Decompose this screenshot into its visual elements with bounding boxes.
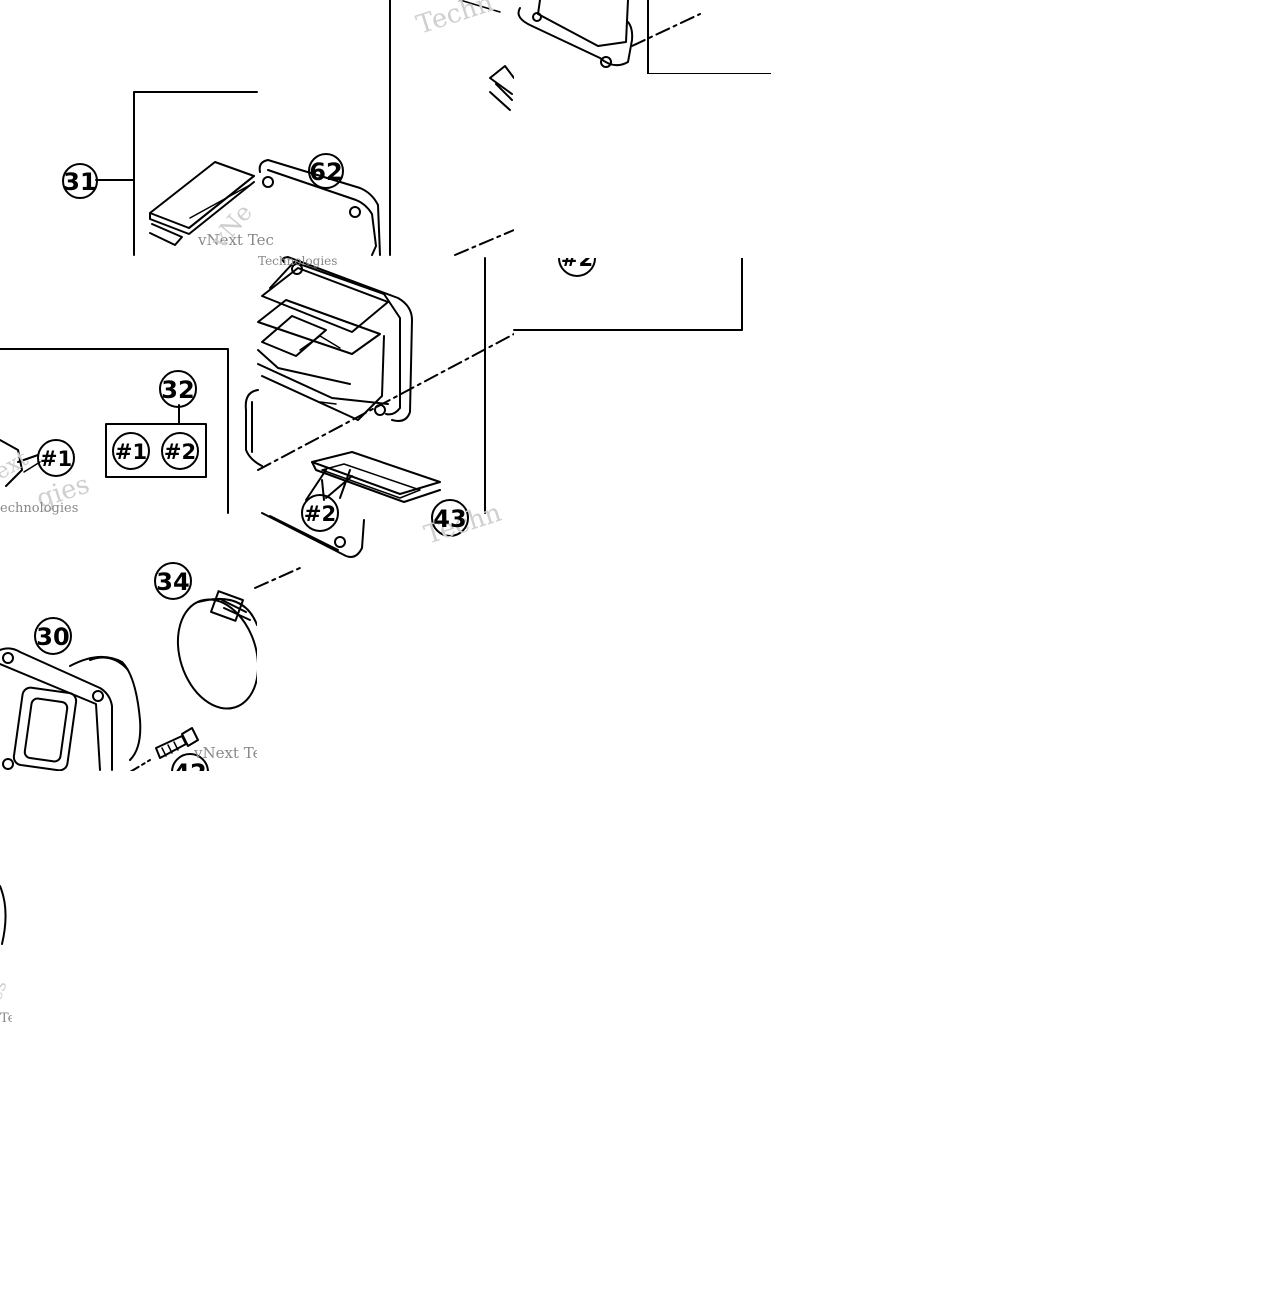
reed-valve-body [257,256,413,422]
callout-circle-32a [112,432,150,470]
callout-circle-left-1 [37,439,75,477]
callout-30-label: 30 [36,623,69,651]
callout-circle-mid-2 [301,494,339,532]
callout-circle-43 [431,499,469,537]
callout-32-label: 32 [161,376,194,404]
callout-31-label: 31 [63,168,96,196]
callout-circle-32b [161,432,199,470]
callout-circle-34 [154,562,192,600]
callout-32b-label: #2 [164,440,196,464]
watermark-text: echnologies [0,501,78,516]
bracket-mid-right [513,257,743,331]
reed-block-top [459,0,634,111]
leader-mid-2-a [305,469,327,501]
callout-circle-30 [34,617,72,655]
callout-left-1-label: #1 [40,447,72,471]
watermark-text: Technologies [258,254,337,268]
leader-mid-2-b [325,475,353,499]
callout-43-label: 43 [433,505,466,533]
watermark-text: vNext Tec [197,231,274,249]
reed-petal-2 [311,451,441,503]
watermark-text: ext [0,446,33,485]
callout-62-label: 62 [309,158,342,186]
centerline-lower [254,567,301,589]
watermark-text: es [0,978,12,1004]
gasket-lower [244,389,365,558]
part-fragment-left [0,885,7,945]
intake-flange-30 [0,647,142,772]
centerline-center [257,333,515,471]
centerline-top [631,13,701,47]
callout-mid-2-label: #2 [304,502,336,526]
reed-petal-assembly-31 [95,91,258,256]
callout-circle-62 [308,153,344,189]
hose-clamp-34 [176,590,260,710]
reed-kit-32-group [0,348,229,514]
gasket-62 [258,159,381,256]
centerline-bolt [129,759,151,773]
bracket-top-right [647,0,772,75]
watermark-text: vNext Te [193,744,262,762]
watermark-text: Techn [413,0,497,41]
bolt-42 [155,727,199,759]
callout-circle-32 [159,370,197,408]
centerline-mid-a [454,229,515,256]
callout-34-label: 34 [156,568,189,596]
callout-circle-31 [62,163,98,199]
callout-32a-label: #1 [115,440,147,464]
